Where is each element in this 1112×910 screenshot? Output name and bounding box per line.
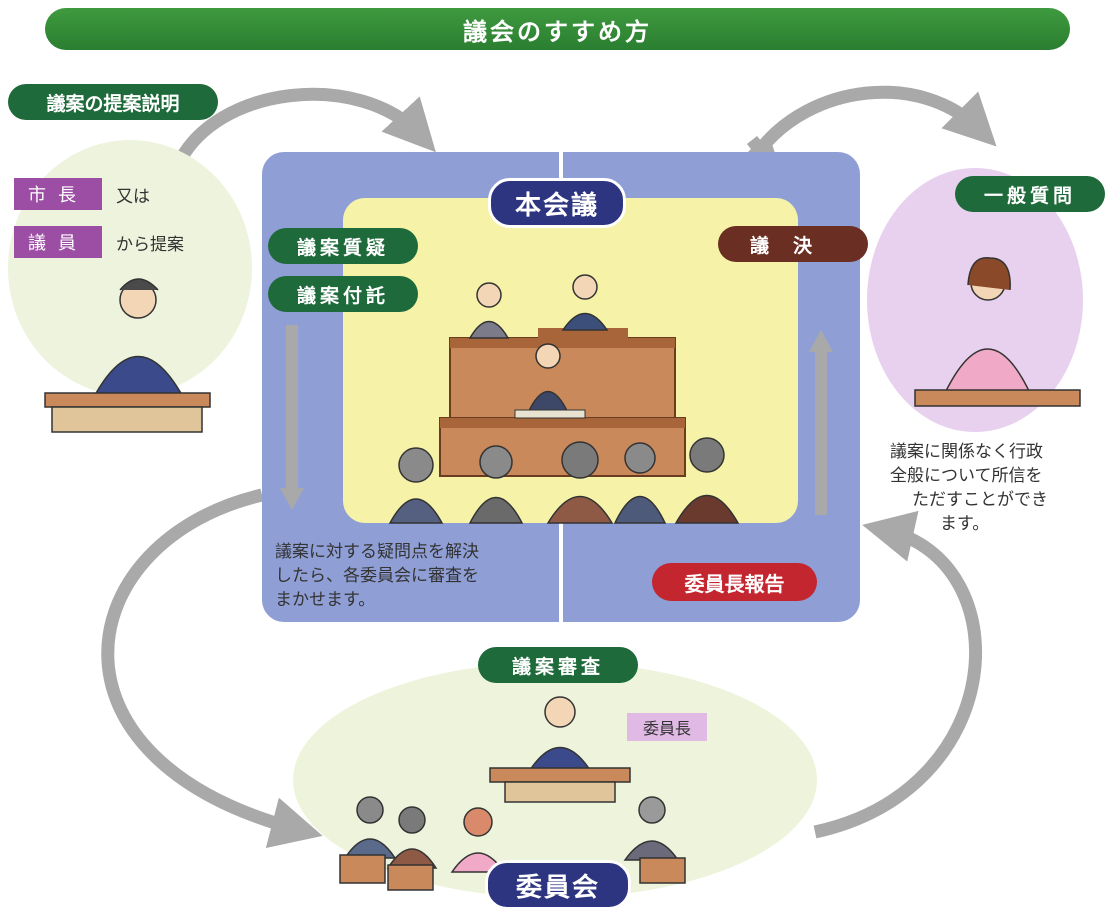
chamber-illustration bbox=[388, 274, 740, 524]
plenary-note-line: 議案に対する疑問点を解決 bbox=[275, 542, 479, 562]
committee-illustration bbox=[339, 696, 686, 891]
chair-report-label: 委員長報告 bbox=[652, 563, 817, 601]
plenary-label: 本会議 bbox=[488, 178, 626, 228]
bill-review-label: 議案審査 bbox=[478, 647, 638, 683]
arrow-committee-to-plenary bbox=[813, 510, 982, 839]
arrow-proposal-to-plenary bbox=[172, 87, 436, 168]
arrow-plenary-question-loop bbox=[754, 85, 997, 155]
plenary-note-line: したら、各委員会に審査を bbox=[275, 566, 479, 586]
plenary-note: 議案に対する疑問点を解決 したら、各委員会に審査を まかせます。 bbox=[275, 540, 560, 612]
arrow-plenary-to-committee bbox=[101, 488, 323, 848]
questioner-illustration bbox=[914, 257, 1081, 407]
question-on-bill-label: 議案質疑 bbox=[268, 228, 418, 264]
member-chip: 議員 bbox=[14, 226, 102, 258]
decision-label: 議決 bbox=[718, 226, 868, 262]
mayor-chip: 市長 bbox=[14, 178, 102, 210]
question-note-line: ただすことができ bbox=[912, 490, 1048, 510]
proposal-label: 議案の提案説明 bbox=[8, 84, 218, 120]
general-question-label: 一般質問 bbox=[955, 176, 1105, 212]
arrow-head-left bbox=[748, 132, 776, 156]
flow-arrows bbox=[101, 85, 997, 848]
question-note-line: 全般について所信を bbox=[890, 466, 1043, 486]
question-note-line: ます。 bbox=[940, 514, 990, 534]
page-title: 議会のすすめ方 bbox=[45, 8, 1070, 50]
question-oval bbox=[867, 168, 1083, 432]
committee-label: 委員会 bbox=[485, 860, 631, 910]
question-note-line: 議案に関係なく行政 bbox=[890, 442, 1043, 462]
mayor-suffix: 又は bbox=[116, 187, 150, 207]
committee-chair-chip: 委員長 bbox=[627, 713, 707, 741]
member-suffix: から提案 bbox=[116, 235, 184, 255]
general-question-note: 議案に関係なく行政 全般について所信を ただすことができ ます。 bbox=[890, 440, 1110, 536]
plenary-note-line: まかせます。 bbox=[275, 590, 376, 610]
proposer-illustration bbox=[44, 278, 211, 433]
refer-bill-label: 議案付託 bbox=[268, 276, 418, 312]
